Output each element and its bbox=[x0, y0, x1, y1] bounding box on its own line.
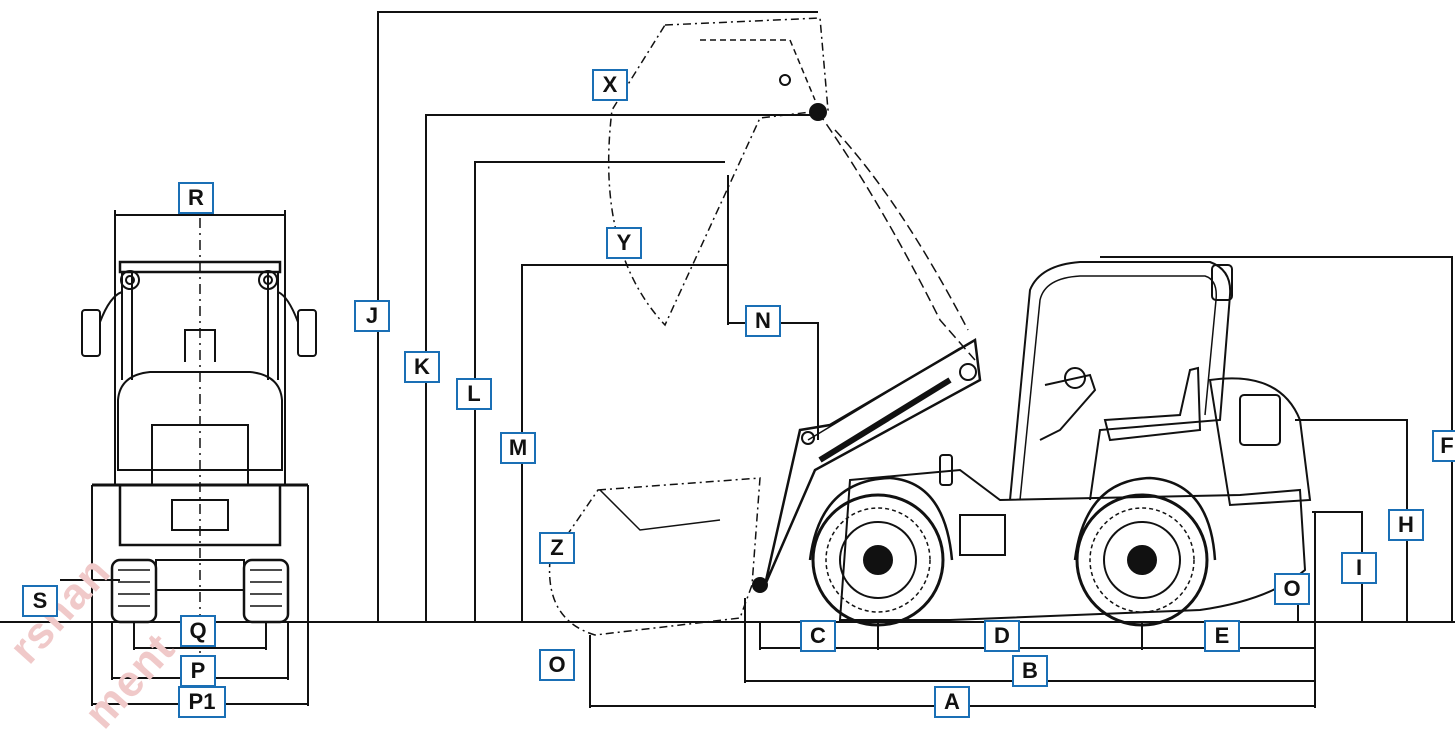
front-wheel bbox=[811, 493, 945, 627]
label-m: M bbox=[500, 432, 536, 464]
label-e: E bbox=[1204, 620, 1240, 652]
label-q: Q bbox=[180, 615, 216, 647]
label-k: K bbox=[404, 351, 440, 383]
label-j: J bbox=[354, 300, 390, 332]
label-r: R bbox=[178, 182, 214, 214]
loader-drawing bbox=[0, 11, 1455, 708]
label-p1: P1 bbox=[178, 686, 226, 718]
label-z: Z bbox=[539, 532, 575, 564]
rear-wheel bbox=[1075, 493, 1209, 627]
label-h: H bbox=[1388, 509, 1424, 541]
dimension-diagram: rshan ment X R Y J N K L M F H Z I O S Q… bbox=[0, 11, 1455, 738]
label-f: F bbox=[1432, 430, 1455, 462]
label-s: S bbox=[22, 585, 58, 617]
label-p: P bbox=[180, 655, 216, 687]
label-i: I bbox=[1341, 552, 1377, 584]
label-a: A bbox=[934, 686, 970, 718]
label-d: D bbox=[984, 620, 1020, 652]
label-o-left: O bbox=[539, 649, 575, 681]
label-c: C bbox=[800, 620, 836, 652]
loader-side-view bbox=[548, 17, 1312, 636]
label-n: N bbox=[745, 305, 781, 337]
label-o-right: O bbox=[1274, 573, 1310, 605]
label-x: X bbox=[592, 69, 628, 101]
label-y: Y bbox=[606, 227, 642, 259]
label-l: L bbox=[456, 378, 492, 410]
label-b: B bbox=[1012, 655, 1048, 687]
